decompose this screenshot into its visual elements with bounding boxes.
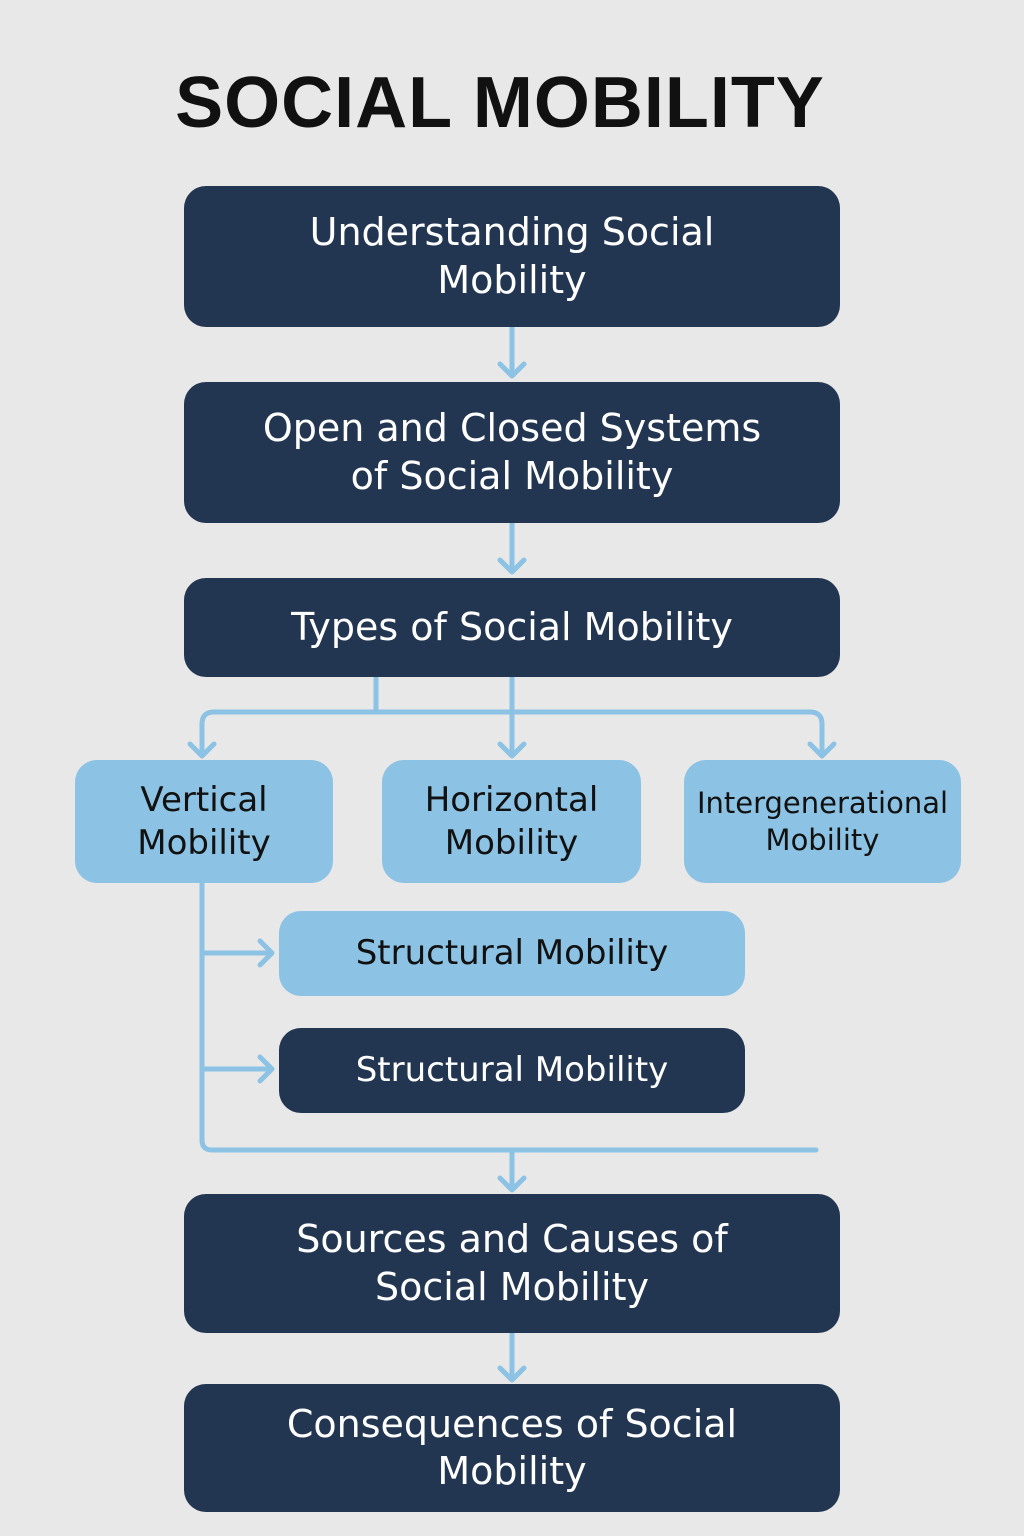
node-sources: Sources and Causes of Social Mobility xyxy=(184,1194,840,1333)
node-structural-light-label: Structural Mobility xyxy=(355,933,669,974)
node-systems-label: Open and Closed Systems of Social Mobili… xyxy=(262,406,762,498)
node-consequences: Consequences of Social Mobility xyxy=(184,1384,840,1512)
node-vertical: Vertical Mobility xyxy=(75,760,333,883)
node-types: Types of Social Mobility xyxy=(184,578,840,677)
node-understanding: Understanding Social Mobility xyxy=(184,186,840,327)
arrow-to-intergenerational xyxy=(807,741,837,759)
connector-systems-types xyxy=(497,521,527,575)
node-types-label: Types of Social Mobility xyxy=(291,604,733,649)
node-structural-light: Structural Mobility xyxy=(279,911,745,996)
node-understanding-label: Understanding Social Mobility xyxy=(309,210,715,302)
arrow-to-horizontal xyxy=(497,709,527,759)
node-structural-dark: Structural Mobility xyxy=(279,1028,745,1113)
page-title: SOCIAL MOBILITY xyxy=(175,63,825,143)
node-horizontal: Horizontal Mobility xyxy=(382,760,641,883)
node-sources-label: Sources and Causes of Social Mobility xyxy=(296,1217,728,1309)
connector-understanding-systems xyxy=(497,325,527,379)
arrow-to-structural-light xyxy=(199,938,275,968)
node-intergenerational: Intergenerational Mobility xyxy=(684,760,961,883)
node-consequences-label: Consequences of Social Mobility xyxy=(286,1401,738,1494)
node-structural-dark-label: Structural Mobility xyxy=(355,1050,669,1091)
node-horizontal-label: Horizontal Mobility xyxy=(424,780,599,863)
node-intergenerational-label: Intergenerational Mobility xyxy=(696,786,949,857)
arrow-to-structural-dark xyxy=(199,1054,275,1084)
connector-vertical-spine xyxy=(199,881,819,1153)
connector-sources-consequences xyxy=(497,1331,527,1383)
arrow-to-vertical xyxy=(187,741,217,759)
node-systems: Open and Closed Systems of Social Mobili… xyxy=(184,382,840,523)
connector-to-sources xyxy=(497,1147,527,1193)
node-vertical-label: Vertical Mobility xyxy=(137,780,271,863)
